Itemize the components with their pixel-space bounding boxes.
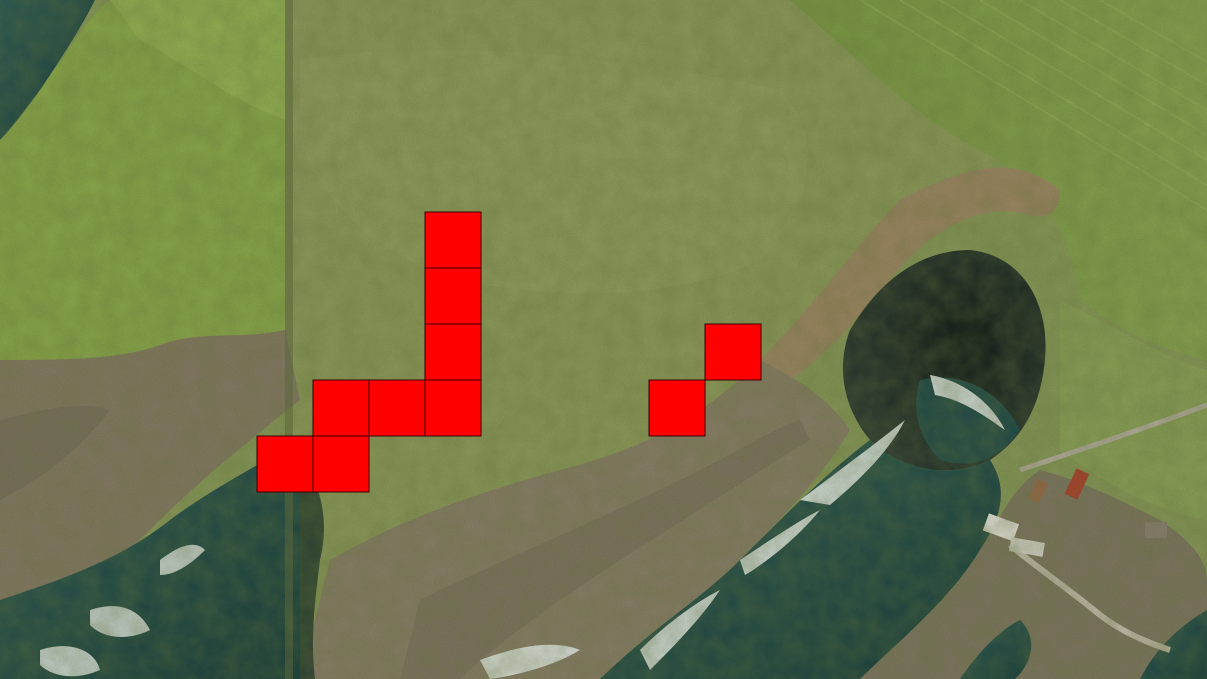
selected-tile-1[interactable] xyxy=(424,211,482,269)
selected-tile-3[interactable] xyxy=(424,323,482,381)
selected-tile-4[interactable] xyxy=(312,379,370,437)
selected-tile-6[interactable] xyxy=(424,379,482,437)
selected-tile-8[interactable] xyxy=(312,435,370,493)
selected-tile-10[interactable] xyxy=(704,323,762,381)
selected-tile-7[interactable] xyxy=(256,435,314,493)
selected-tile-2[interactable] xyxy=(424,267,482,325)
selected-tile-5[interactable] xyxy=(368,379,426,437)
selected-tile-9[interactable] xyxy=(648,379,706,437)
